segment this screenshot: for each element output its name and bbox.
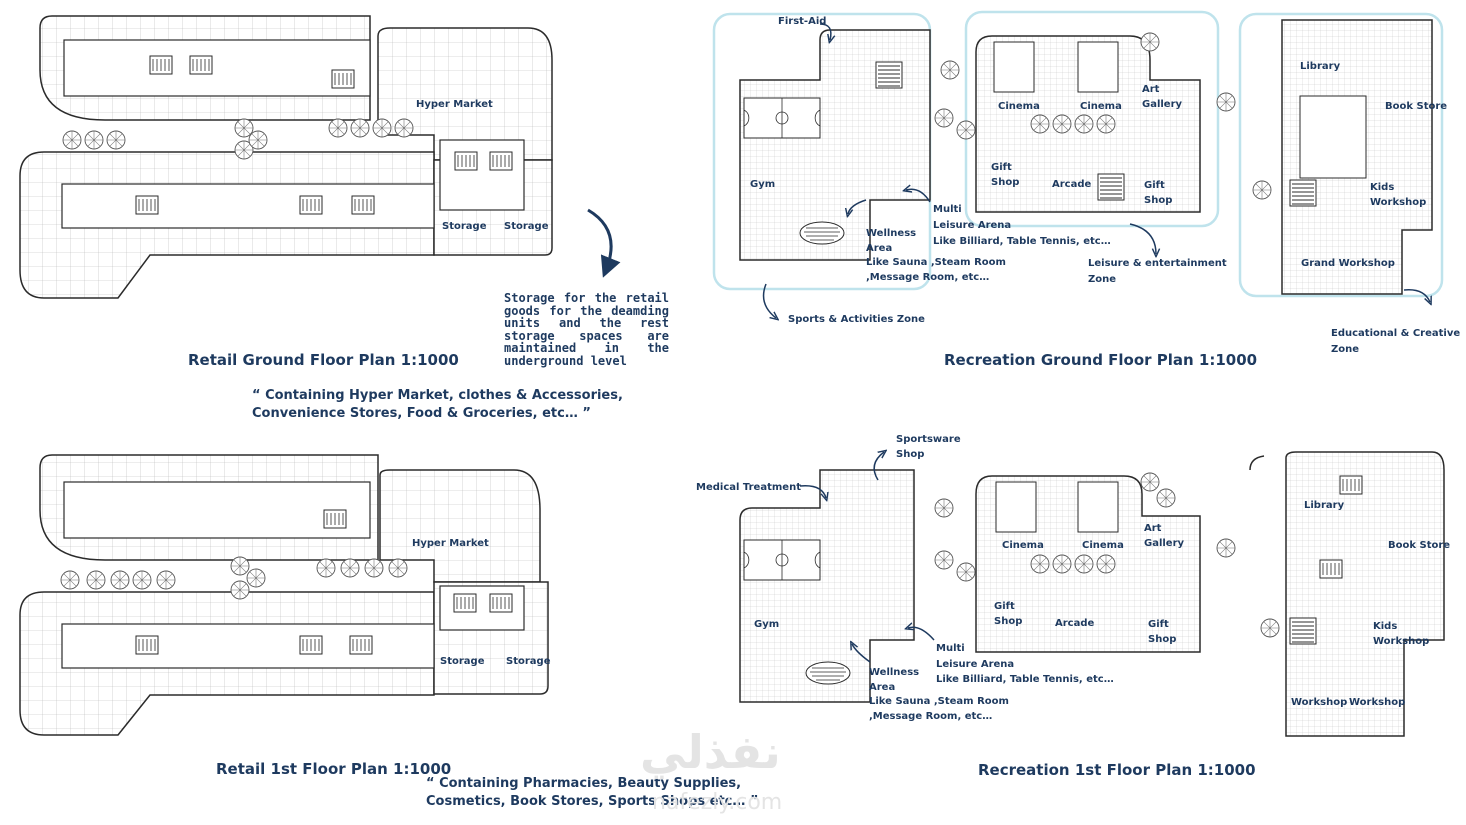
label-gift-shop: Shop bbox=[991, 177, 1020, 188]
retail-ground-caption-1: “ Containing Hyper Market, clothes & Acc… bbox=[252, 388, 623, 403]
label-multi-leisure: Like Billiard, Table Tennis, etc… bbox=[933, 236, 1111, 247]
label-art-gallery: Art bbox=[1144, 523, 1162, 534]
label-hyper-market: Hyper Market bbox=[416, 99, 493, 110]
label-cinema: Cinema bbox=[998, 101, 1040, 112]
recreation-first-title: Recreation 1st Floor Plan 1:1000 bbox=[978, 761, 1256, 779]
retail-first-plan bbox=[19, 454, 549, 736]
label-cinema: Cinema bbox=[1082, 540, 1124, 551]
label-gift-shop: Gift bbox=[994, 601, 1015, 612]
zone-educational: Educational & Creative bbox=[1331, 328, 1461, 339]
label-wellness: ,Message Room, etc… bbox=[869, 711, 993, 722]
label-art-gallery: Gallery bbox=[1142, 99, 1183, 110]
zone-educational: Zone bbox=[1331, 344, 1360, 355]
label-wellness: ,Message Room, etc… bbox=[866, 272, 990, 283]
label-first-aid: First-Aid bbox=[778, 16, 827, 27]
label-wellness: Wellness bbox=[869, 667, 920, 678]
label-multi-leisure: Leisure Arena bbox=[933, 220, 1012, 231]
storage-note: Storage for the retail goods for the dea… bbox=[504, 291, 669, 368]
label-cinema: Cinema bbox=[1080, 101, 1122, 112]
label-wellness: Area bbox=[869, 682, 896, 693]
recreation-ground-title: Recreation Ground Floor Plan 1:1000 bbox=[944, 351, 1258, 369]
retail-first-caption-1: “ Containing Pharmacies, Beauty Supplies… bbox=[426, 776, 742, 791]
watermark-latin: nafezly.com bbox=[652, 790, 783, 815]
label-multi-leisure: Like Billiard, Table Tennis, etc… bbox=[936, 674, 1114, 685]
watermark-arabic: نفذلي bbox=[640, 725, 781, 779]
label-gift-shop: Gift bbox=[1144, 180, 1165, 191]
retail-ground-title: Retail Ground Floor Plan 1:1000 bbox=[188, 351, 459, 369]
label-kids-workshop: Kids bbox=[1373, 621, 1398, 632]
label-sportsware-shop: Sportsware bbox=[896, 434, 961, 445]
label-cinema: Cinema bbox=[1002, 540, 1044, 551]
recreation-ground-plan bbox=[712, 10, 1444, 318]
label-storage: Storage bbox=[506, 656, 551, 667]
label-gym: Gym bbox=[754, 619, 780, 630]
label-library: Library bbox=[1304, 500, 1345, 511]
retail-ground-plan bbox=[19, 15, 553, 299]
zone-leisure: Zone bbox=[1088, 274, 1117, 285]
label-wellness: Like Sauna ,Steam Room bbox=[869, 696, 1009, 707]
label-art-gallery: Art bbox=[1142, 84, 1160, 95]
label-gift-shop: Shop bbox=[1144, 195, 1173, 206]
label-wellness: Wellness bbox=[866, 228, 917, 239]
label-gift-shop: Gift bbox=[1148, 619, 1169, 630]
label-kids-workshop: Workshop bbox=[1370, 197, 1427, 208]
label-multi-leisure: Leisure Arena bbox=[936, 659, 1015, 670]
label-book-store: Book Store bbox=[1385, 101, 1448, 112]
label-wellness: Area bbox=[866, 243, 893, 254]
label-grand-workshop: Grand Workshop bbox=[1301, 258, 1395, 269]
label-workshop: Workshop bbox=[1349, 697, 1406, 708]
retail-ground-caption-2: Convenience Stores, Food & Groceries, et… bbox=[252, 406, 591, 421]
label-sportsware-shop: Shop bbox=[896, 449, 925, 460]
zone-sports: Sports & Activities Zone bbox=[788, 314, 925, 325]
recreation-first-plan bbox=[739, 452, 1445, 737]
zone-leisure: Leisure & entertainment bbox=[1088, 258, 1227, 269]
label-arcade: Arcade bbox=[1055, 618, 1095, 629]
label-kids-workshop: Workshop bbox=[1373, 636, 1430, 647]
label-medical-treatment: Medical Treatment bbox=[696, 482, 801, 493]
retail-first-caption-2: Cosmetics, Book Stores, Sports Shops etc… bbox=[426, 794, 759, 809]
label-arcade: Arcade bbox=[1052, 179, 1092, 190]
label-book-store: Book Store bbox=[1388, 540, 1451, 551]
storage-arrow bbox=[587, 208, 621, 278]
label-hyper-market: Hyper Market bbox=[412, 538, 489, 549]
label-kids-workshop: Kids bbox=[1370, 182, 1395, 193]
label-multi-leisure: Multi bbox=[933, 204, 962, 215]
label-workshop: Workshop bbox=[1291, 697, 1348, 708]
label-gift-shop: Shop bbox=[1148, 634, 1177, 645]
label-storage: Storage bbox=[440, 656, 485, 667]
label-wellness: Like Sauna ,Steam Room bbox=[866, 257, 1006, 268]
label-gift-shop: Shop bbox=[994, 616, 1023, 627]
label-art-gallery: Gallery bbox=[1144, 538, 1185, 549]
label-library: Library bbox=[1300, 61, 1341, 72]
label-multi-leisure: Multi bbox=[936, 643, 965, 654]
label-storage: Storage bbox=[442, 221, 487, 232]
label-gym: Gym bbox=[750, 179, 776, 190]
retail-first-title: Retail 1st Floor Plan 1:1000 bbox=[216, 760, 452, 778]
label-storage: Storage bbox=[504, 221, 549, 232]
label-gift-shop: Gift bbox=[991, 162, 1012, 173]
